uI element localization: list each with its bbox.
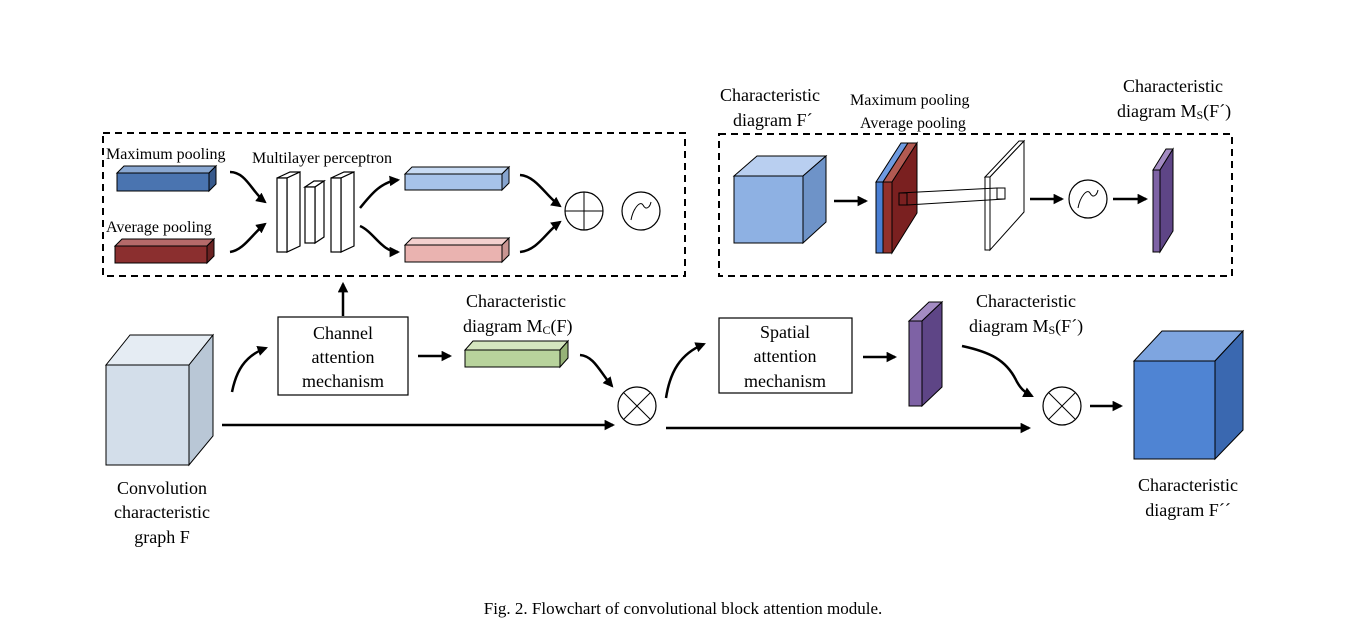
spatial-pool-label-line1: Maximum pooling — [850, 92, 970, 109]
mlp-to-bottom-output-arrow — [359, 224, 401, 258]
spatial-input-feature-cube — [732, 154, 828, 245]
mc-label-line2: diagram MC(F) — [463, 316, 573, 337]
spatial-attention-detail-frame — [718, 133, 1233, 277]
channel-attention-detail-frame — [102, 132, 686, 277]
max-pooling-label: Maximum pooling — [106, 146, 226, 163]
sam-label-line1: Spatial — [760, 322, 810, 342]
sam-label-line2: attention — [754, 346, 817, 366]
mlp-output-max-vector — [403, 165, 511, 192]
ms-label-line2: diagram MS(F´) — [969, 316, 1083, 337]
input-label-line2: characteristic — [114, 502, 210, 522]
bottom-output-to-sum-arrow — [519, 220, 562, 254]
input-label-line1: Convolution — [117, 478, 207, 498]
spatial-sigmoid-icon — [1068, 179, 1108, 219]
mc-label-line1: Characteristic — [466, 291, 566, 311]
output-label-line2: diagram F´´ — [1145, 500, 1230, 520]
top-output-to-sum-arrow — [519, 173, 562, 208]
spatial-output-label-line1: Characteristic — [1123, 76, 1223, 96]
avg-pooled-vector — [113, 237, 216, 265]
spatial-pooled-maps — [875, 141, 918, 255]
cam-label-line3: mechanism — [302, 371, 384, 391]
mlp-label: Multilayer perceptron — [252, 150, 392, 167]
avg-pooling-label: Average pooling — [106, 219, 212, 236]
input-label-line3: graph F — [134, 527, 190, 547]
output-label-line1: Characteristic — [1138, 475, 1238, 495]
channel-attention-box — [277, 316, 409, 396]
multiply-icon-2 — [1042, 386, 1082, 426]
max-to-mlp-arrow — [229, 170, 267, 204]
figure-caption: Fig. 2. Flowchart of convolutional block… — [484, 599, 883, 618]
spatial-conv-map — [898, 139, 1026, 252]
mc-to-multiply-arrow — [579, 353, 614, 388]
cam-label-line1: Channel — [313, 323, 373, 343]
spatial-attention-map — [907, 300, 944, 408]
spatial-output-map — [1152, 147, 1174, 254]
input-to-cam-arrow — [230, 345, 268, 393]
ms-label-line1: Characteristic — [976, 291, 1076, 311]
ms-to-multiply-arrow — [961, 344, 1034, 398]
channel-attention-map — [463, 339, 570, 369]
spatial-output-label-line2: diagram MS(F´) — [1117, 101, 1231, 122]
mlp-block — [276, 171, 355, 253]
cam-label-line2: attention — [312, 347, 375, 367]
max-pooled-vector — [115, 164, 218, 193]
spatial-attention-box — [718, 317, 853, 394]
mlp-output-avg-vector — [403, 236, 511, 264]
avg-to-mlp-arrow — [229, 222, 267, 254]
multiply-to-sam-arrow — [664, 342, 706, 399]
spatial-input-label-line1: Characteristic — [720, 85, 820, 105]
sigmoid-icon — [621, 191, 661, 231]
elementwise-sum-icon — [564, 191, 604, 231]
output-feature-cube — [1132, 329, 1245, 461]
mlp-to-top-output-arrow — [359, 175, 401, 209]
sam-label-line3: mechanism — [744, 371, 826, 391]
spatial-pool-label-line2: Average pooling — [860, 115, 966, 132]
spatial-input-label-line2: diagram F´ — [733, 110, 812, 130]
input-feature-cube — [104, 333, 215, 467]
multiply-icon-1 — [617, 386, 657, 426]
